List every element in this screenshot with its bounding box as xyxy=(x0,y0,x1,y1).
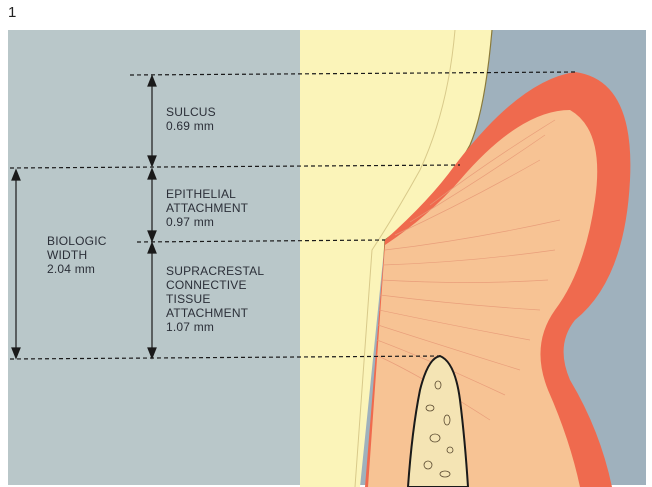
epithelial-attachment-label: EPITHELIAL ATTACHMENT 0.97 mm xyxy=(166,187,248,229)
sulcus-label: SULCUS 0.69 mm xyxy=(166,105,216,133)
connective-tissue-label: SUPRACRESTAL CONNECTIVE TISSUE ATTACHMEN… xyxy=(166,264,264,334)
biologic-width-label: BIOLOGIC WIDTH 2.04 mm xyxy=(47,234,107,276)
